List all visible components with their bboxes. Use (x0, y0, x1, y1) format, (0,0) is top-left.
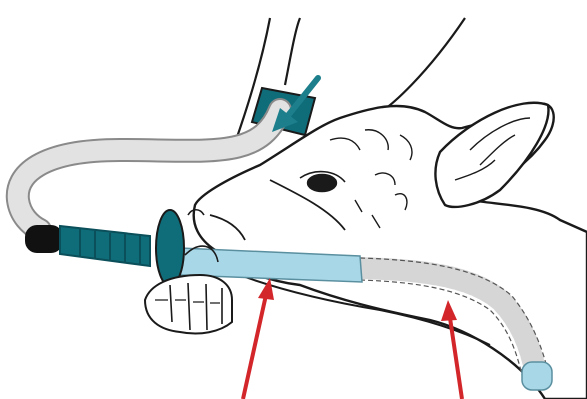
calf-eye (308, 175, 336, 191)
feeder-handle (25, 210, 184, 286)
black-end-cap (25, 225, 63, 253)
handle-flange (156, 210, 184, 286)
handle-grip (60, 226, 150, 266)
person-arm-line (285, 18, 300, 85)
probe-tip (522, 362, 552, 390)
pointer-arrow-icon (243, 278, 274, 399)
